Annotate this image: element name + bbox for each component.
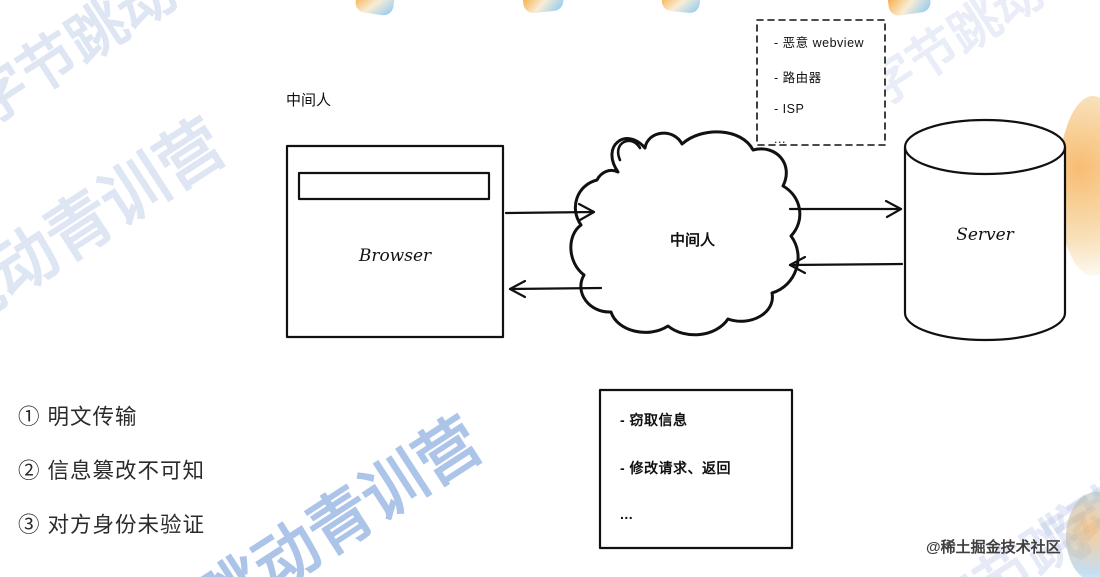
arrow-cloud-to-server-icon [788,199,903,219]
arrow-browser-to-cloud-icon [504,202,596,222]
server-cylinder-body [903,145,1067,342]
list-item: - ISP [774,102,805,116]
attack-actions-list: - 窃取信息 - 修改请求、返回 ... [620,410,785,550]
browser-label: Browser [358,246,432,266]
list-item: - 修改请求、返回 [620,460,732,476]
list-item: - 恶意 webview [774,36,865,50]
list-item: - 窃取信息 [620,412,688,428]
list-item: ② 信息篡改不可知 [18,459,205,483]
arrow-cloud-to-browser-icon [508,279,603,299]
server-cylinder-top [903,118,1067,176]
server-label: Server [956,225,1014,245]
attack-actions-box [598,388,794,550]
mitm-cloud [569,130,802,337]
list-item: - 路由器 [774,71,822,85]
arrow-server-to-cloud-icon [788,255,904,275]
mitm-cloud-curl [616,139,642,162]
attack-vectors-box [756,19,886,146]
mitm-cloud-label: 中间人 [669,232,715,249]
browser-addressbar [297,171,491,201]
attack-vectors-list: - 恶意 webview - 路由器 - ISP ... [774,32,882,162]
community-credit: @稀土掘金技术社区 [926,539,1061,556]
list-item: ... [774,132,786,146]
list-item: ③ 对方身份未验证 [18,513,205,537]
mitm-top-label: 中间人 [286,92,332,109]
list-item: ... [620,506,634,522]
list-item: ① 明文传输 [18,405,138,429]
risk-list: ① 明文传输 ② 信息篡改不可知 ③ 对方身份未验证 [18,400,205,562]
